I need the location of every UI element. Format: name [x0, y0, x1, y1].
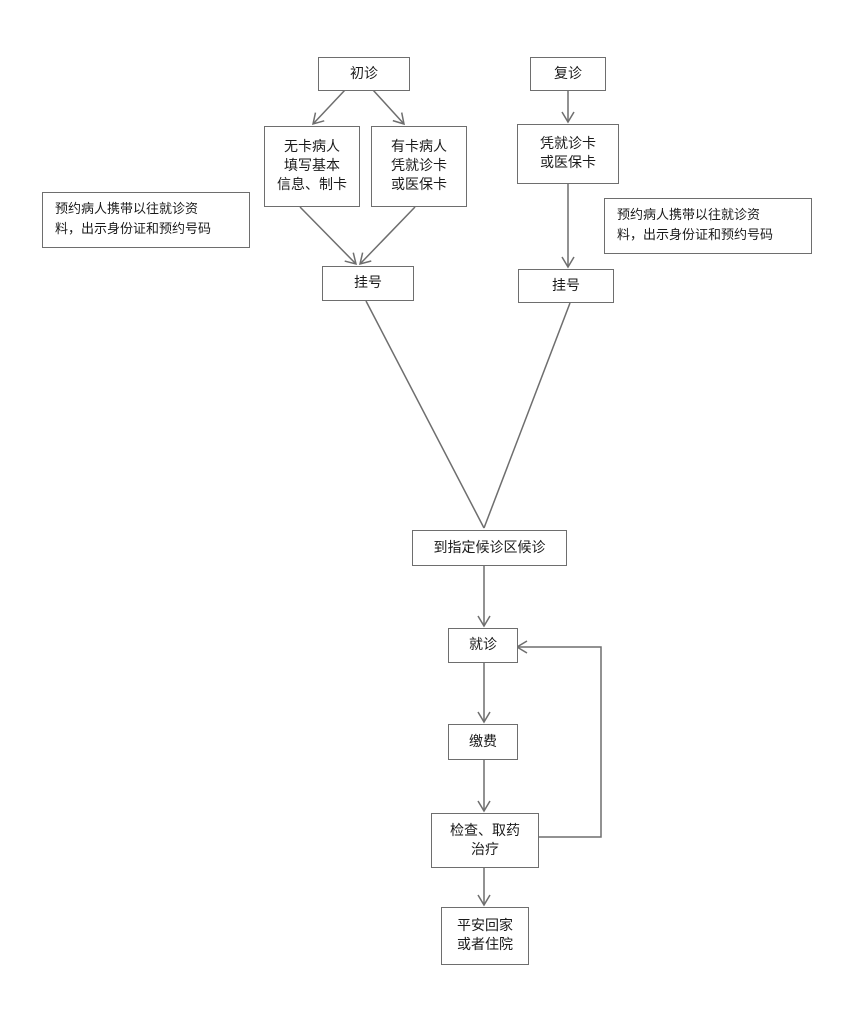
- arrow-first-visit-to-has-card: [372, 89, 405, 126]
- node-return-visit: 复诊: [530, 57, 606, 91]
- node-waiting-area: 到指定候诊区候诊: [412, 530, 567, 566]
- node-return-card: 凭就诊卡 或医保卡: [517, 124, 619, 184]
- note-appointment-left: 预约病人携带以往就诊资 料，出示身份证和预约号码: [42, 192, 250, 248]
- node-consultation: 就诊: [448, 628, 518, 663]
- node-register-right: 挂号: [518, 269, 614, 303]
- node-exam-treatment: 检查、取药 治疗: [431, 813, 539, 868]
- note-appointment-right: 预约病人携带以往就诊资 料，出示身份证和预约号码: [604, 198, 812, 254]
- node-payment: 缴费: [448, 724, 518, 760]
- node-first-visit: 初诊: [318, 57, 410, 91]
- node-go-home: 平安回家 或者住院: [441, 907, 529, 965]
- node-no-card: 无卡病人 填写基本 信息、制卡: [264, 126, 360, 207]
- node-register-left: 挂号: [322, 266, 414, 301]
- arrow-no-card-to-register: [299, 206, 358, 266]
- line-register-left-to-waiting: [365, 300, 485, 529]
- line-register-right-to-waiting: [483, 302, 571, 529]
- arrow-first-visit-to-no-card: [312, 89, 346, 126]
- arrow-exam-loop-to-consultation: [515, 640, 602, 838]
- arrow-has-card-to-register: [358, 206, 416, 266]
- node-has-card: 有卡病人 凭就诊卡 或医保卡: [371, 126, 467, 207]
